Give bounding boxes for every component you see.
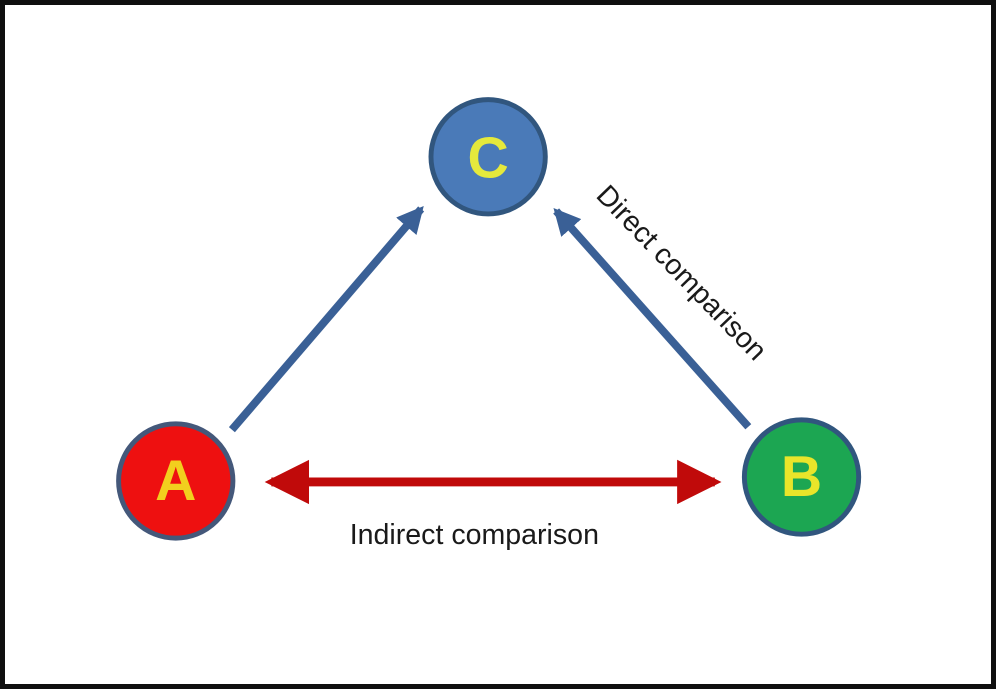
node-a-label: A (155, 449, 196, 513)
edge-b-to-c-arrow (553, 207, 752, 430)
comparison-diagram: A B C Direct comparison Indirect compari… (116, 97, 862, 551)
direct-comparison-label: Direct comparison (590, 179, 773, 367)
indirect-comparison-label: Indirect comparison (350, 519, 599, 551)
node-c-circle (428, 97, 548, 217)
node-b-circle (741, 417, 862, 537)
node-c-label: C (468, 127, 509, 191)
node-a-circle (116, 421, 236, 541)
edge-a-to-c-arrow (228, 205, 425, 433)
node-b-label: B (781, 445, 822, 509)
